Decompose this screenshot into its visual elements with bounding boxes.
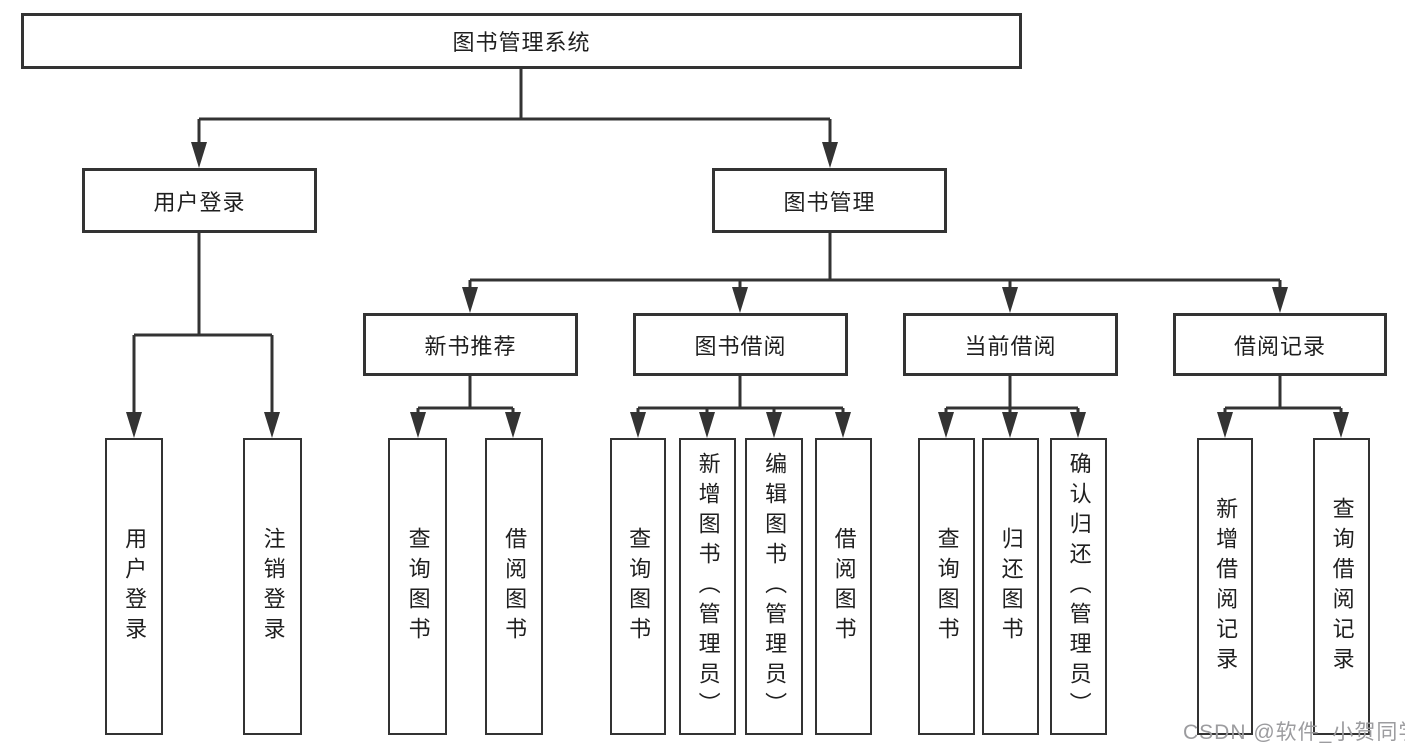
node-query-books-current: 查询图书	[918, 438, 975, 735]
node-add-borrow-record: 新增借阅记录	[1197, 438, 1253, 735]
node-query-books-recommend: 查询图书	[388, 438, 447, 735]
node-book-borrowing: 图书借阅	[633, 313, 848, 376]
node-library-system: 图书管理系统	[21, 13, 1022, 69]
node-query-books-borrowing: 查询图书	[610, 438, 666, 735]
node-current-borrowing: 当前借阅	[903, 313, 1118, 376]
connector-book-management-branch	[468, 233, 1282, 291]
node-user-login: 用户登录	[82, 168, 317, 233]
node-book-management: 图书管理	[712, 168, 947, 233]
node-borrow-records: 借阅记录	[1173, 313, 1387, 376]
connector-current-borrowing-branch	[944, 376, 1080, 416]
node-edit-books-admin: 编辑图书（管理员）	[745, 438, 803, 735]
connector-new-book-branch	[416, 376, 515, 416]
node-return-books: 归还图书	[982, 438, 1039, 735]
csdn-watermark: CSDN @软件_小贺同学	[1183, 721, 1405, 744]
node-user-login-action: 用户登录	[105, 438, 163, 735]
connector-root-to-level2	[197, 69, 832, 146]
connector-user-login-branch	[132, 233, 274, 416]
node-borrow-books-recommend: 借阅图书	[485, 438, 543, 735]
node-logout: 注销登录	[243, 438, 302, 735]
node-new-book-recommend: 新书推荐	[363, 313, 578, 376]
node-add-books-admin: 新增图书（管理员）	[679, 438, 736, 735]
node-query-borrow-record: 查询借阅记录	[1313, 438, 1370, 735]
node-borrow-books-borrowing: 借阅图书	[815, 438, 872, 735]
connector-borrow-records-branch	[1223, 376, 1343, 416]
connector-book-borrowing-branch	[636, 376, 845, 416]
node-confirm-return-admin: 确认归还（管理员）	[1050, 438, 1107, 735]
